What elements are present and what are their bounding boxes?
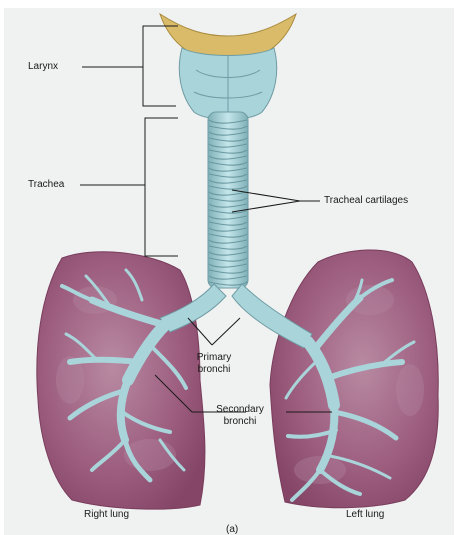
secondary-bronchi-label: Secondary bronchi [190,404,290,428]
larynx-label: Larynx [28,61,58,73]
primary-bronchi-line2: bronchi [194,364,234,376]
primary-bronchi-label: Primary bronchi [194,352,234,376]
secondary-bronchi-line1: Secondary [190,404,290,416]
thyroid-cartilage [160,14,296,56]
secondary-bronchi-line2: bronchi [190,416,290,428]
trachea-bracket [145,118,178,256]
left-lung-label: Left lung [346,509,384,521]
panel-letter-label: (a) [226,524,238,535]
trachea-label: Trachea [28,179,64,191]
primary-bronchi-line1: Primary [194,352,234,364]
right-lung-label: Right lung [84,509,129,521]
tracheal-cartilages-label: Tracheal cartilages [324,195,408,207]
